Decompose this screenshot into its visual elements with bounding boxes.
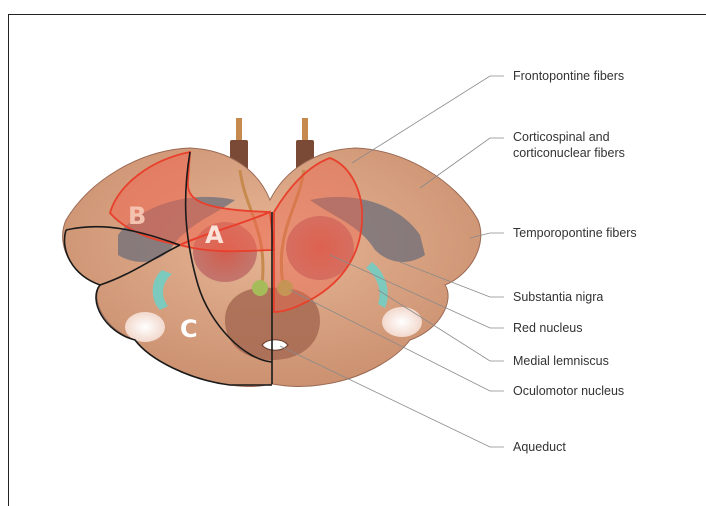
region-label-c: C [180, 315, 198, 343]
label-corticospinal-line1: Corticospinal and [513, 130, 610, 144]
lateral-bulge-left [125, 312, 165, 342]
region-label-b: B [128, 202, 146, 230]
label-red-nucleus: Red nucleus [513, 321, 583, 335]
label-corticospinal-line2: corticonuclear fibers [513, 146, 625, 160]
oculomotor-nucleus-left [252, 280, 268, 296]
label-temporopontine-fibers: Temporopontine fibers [513, 226, 637, 240]
label-frontopontine-fibers: Frontopontine fibers [513, 69, 624, 83]
region-label-a: A [205, 221, 224, 249]
label-aqueduct: Aqueduct [513, 440, 566, 454]
label-oculomotor-nucleus: Oculomotor nucleus [513, 384, 624, 398]
label-substantia-nigra: Substantia nigra [513, 290, 603, 304]
aqueduct [262, 340, 288, 351]
label-medial-lemniscus: Medial lemniscus [513, 354, 609, 368]
lateral-bulge-right [382, 307, 422, 337]
